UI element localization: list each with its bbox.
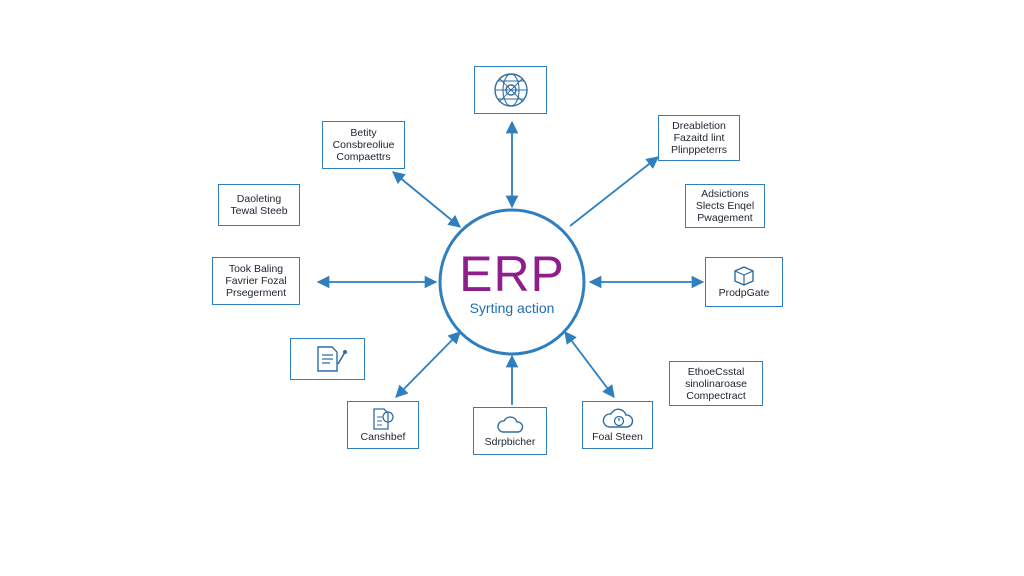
connectors — [316, 120, 705, 405]
node-storpricher[interactable]: Sdrpbicher — [473, 407, 547, 455]
node-distribution-label: Dreabletion Fazaitd lint Plinppeterrs — [670, 120, 728, 156]
node-took-baling-label: Took Baling Favrier Fozal Prsegerment — [225, 263, 287, 299]
node-adaictions-label: Adsictions Slects Enqel Pwagement — [695, 188, 755, 224]
node-canshibet-label: Canshbef — [360, 431, 406, 443]
hub-title: ERP — [459, 246, 565, 302]
node-distribution[interactable]: Dreabletion Fazaitd lint Plinppeterrs — [658, 115, 740, 161]
cloud-icon — [495, 414, 525, 436]
node-ethicsental[interactable]: EthoeCsstal sinolinaroase Compectract — [669, 361, 763, 406]
cube-icon — [732, 265, 756, 287]
connector-canshibet — [395, 331, 461, 398]
connector-distribution — [569, 156, 659, 227]
node-top[interactable] — [474, 66, 547, 114]
hub-subtitle: Syrting action — [469, 300, 555, 316]
globe-network-icon — [489, 70, 533, 110]
node-entity[interactable]: Betity Consbreoliue Compaettrs — [322, 121, 405, 169]
node-document[interactable] — [290, 338, 365, 380]
node-prodpgate[interactable]: ProdpGate — [705, 257, 783, 307]
node-took-baling[interactable]: Took Baling Favrier Fozal Prsegerment — [212, 257, 300, 305]
document-search-icon — [369, 407, 397, 431]
connector-foal-steen — [564, 330, 615, 399]
node-foal-steen-label: Foal Steen — [592, 431, 643, 443]
node-prodpgate-label: ProdpGate — [718, 287, 770, 299]
connector-entity — [392, 171, 461, 228]
node-dasleting[interactable]: Daoleting Tewal Steeb — [218, 184, 300, 226]
node-adaictions[interactable]: Adsictions Slects Enqel Pwagement — [685, 184, 765, 228]
node-storpricher-label: Sdrpbicher — [484, 436, 536, 448]
node-canshibet[interactable]: Canshbef — [347, 401, 419, 449]
node-entity-label: Betity Consbreoliue Compaettrs — [332, 127, 395, 163]
hub-circle — [438, 208, 586, 356]
node-dasleting-label: Daoleting Tewal Steeb — [230, 193, 288, 217]
cloud-gauge-icon — [601, 407, 635, 431]
node-foal-steen[interactable]: Foal Steen — [582, 401, 653, 449]
node-ethicsental-label: EthoeCsstal sinolinaroase Compectract — [685, 365, 747, 402]
document-edit-icon — [308, 344, 348, 374]
